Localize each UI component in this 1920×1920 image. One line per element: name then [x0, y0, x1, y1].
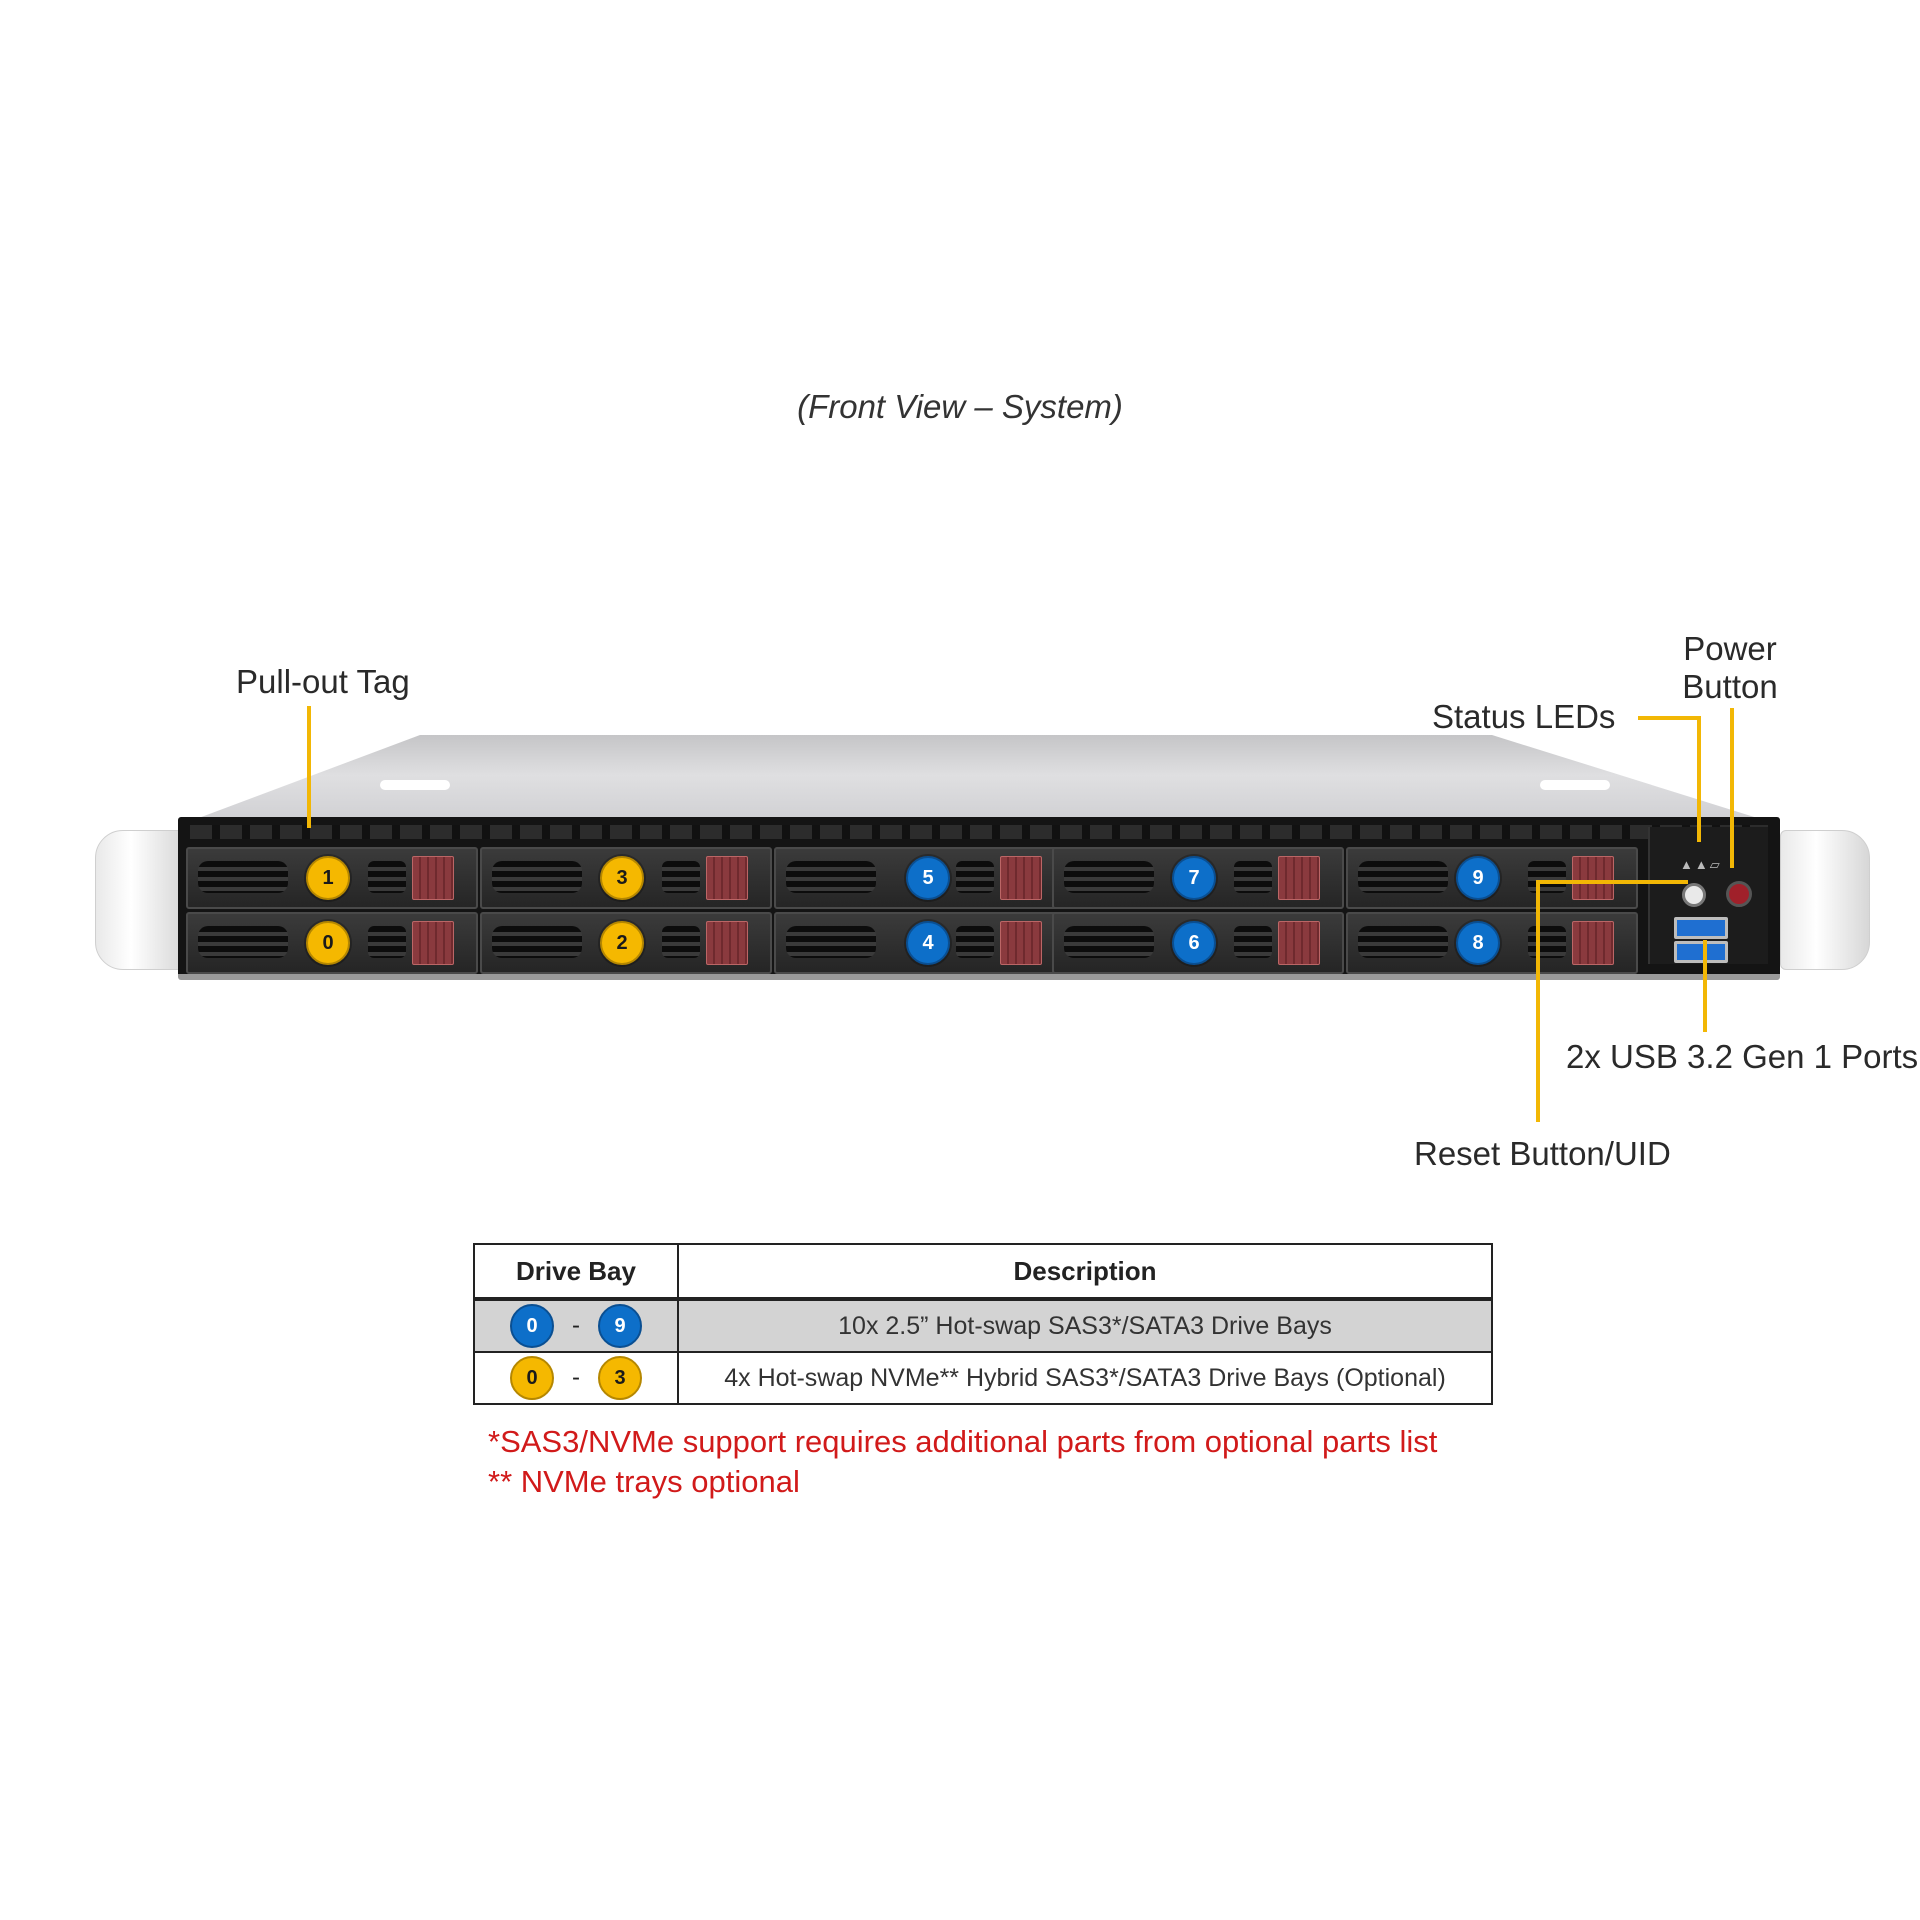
bay-vent-grill: [1528, 926, 1566, 958]
usb-ports-leader: [1703, 940, 1707, 1032]
bay-release-latch[interactable]: [1278, 921, 1320, 965]
drive-bay-number-badge: 3: [600, 856, 644, 900]
server-front-panel: 1 3 5 7 9 0 2 4 6 8 ▲▲▱: [178, 817, 1780, 980]
bay-vent-grill: [1358, 861, 1448, 893]
drive-bay[interactable]: 0: [186, 912, 478, 974]
header-drive-bay: Drive Bay: [473, 1243, 679, 1301]
power-button-leader: [1730, 708, 1734, 868]
bay-release-latch[interactable]: [1278, 856, 1320, 900]
footnote-nvme-trays: ** NVMe trays optional: [488, 1464, 800, 1499]
bay-vent-grill: [956, 926, 994, 958]
drive-bay-number-badge: 0: [306, 921, 350, 965]
bay-release-latch[interactable]: [412, 856, 454, 900]
bay-vent-grill: [198, 926, 288, 958]
drive-bay-number-badge: 1: [306, 856, 350, 900]
footnote-sas3-nvme: *SAS3/NVMe support requires additional p…: [488, 1424, 1438, 1459]
bay-release-latch[interactable]: [1572, 921, 1614, 965]
bay-vent-grill: [1358, 926, 1448, 958]
drive-bay-number-badge: 7: [1172, 856, 1216, 900]
bay-vent-grill: [368, 926, 406, 958]
left-rack-ear: [95, 830, 185, 970]
top-cover-vent: [1540, 780, 1610, 790]
bay-vent-grill: [786, 926, 876, 958]
bay-vent-grill: [198, 861, 288, 893]
usb-ports-label: 2x USB 3.2 Gen 1 Ports: [1566, 1038, 1919, 1075]
drive-bay[interactable]: 1: [186, 847, 478, 909]
drive-bay-table: Drive Bay Description 0-9 10x 2.5” Hot-s…: [473, 1243, 1493, 1405]
table-row: 0-3 4x Hot-swap NVMe** Hybrid SAS3*/SATA…: [473, 1351, 1493, 1405]
usb-port-icon: [1674, 917, 1728, 939]
bay-vent-grill: [956, 861, 994, 893]
front-vent-strip: [190, 825, 1768, 839]
bay-vent-grill: [662, 926, 700, 958]
drive-bay[interactable]: 5: [774, 847, 1066, 909]
bay-release-latch[interactable]: [1000, 856, 1042, 900]
table-row: 0-9 10x 2.5” Hot-swap SAS3*/SATA3 Drive …: [473, 1298, 1493, 1353]
status-leds-icon: ▲▲▱: [1680, 857, 1722, 872]
bay-vent-grill: [662, 861, 700, 893]
bay-badge-to: 3: [598, 1356, 642, 1400]
status-leds-leader-v: [1697, 716, 1701, 842]
bay-range-cell: 0-3: [473, 1351, 679, 1405]
drive-bay[interactable]: 2: [480, 912, 772, 974]
chassis-top-cover: [180, 735, 1780, 825]
bay-vent-grill: [492, 861, 582, 893]
bay-vent-grill: [786, 861, 876, 893]
bay-vent-grill: [1234, 861, 1272, 893]
status-leds-leader-h: [1638, 716, 1700, 720]
usb-port-icon: [1674, 941, 1728, 963]
figure-caption: (Front View – System): [797, 388, 1123, 425]
bay-range-cell: 0-9: [473, 1298, 679, 1353]
bay-release-latch[interactable]: [706, 921, 748, 965]
reset-button[interactable]: [1682, 883, 1706, 907]
drive-bay-number-badge: 4: [906, 921, 950, 965]
reset-button-leader-v: [1536, 880, 1540, 1122]
power-button[interactable]: [1726, 881, 1752, 907]
bay-vent-grill: [1528, 861, 1566, 893]
right-rack-ear: [1780, 830, 1870, 970]
drive-bay[interactable]: 8: [1346, 912, 1638, 974]
drive-bay[interactable]: 4: [774, 912, 1066, 974]
bay-description: 4x Hot-swap NVMe** Hybrid SAS3*/SATA3 Dr…: [677, 1351, 1493, 1405]
bay-release-latch[interactable]: [1572, 856, 1614, 900]
drive-bay-number-badge: 9: [1456, 856, 1500, 900]
drive-bay[interactable]: 3: [480, 847, 772, 909]
pull-out-tag-leader: [307, 706, 311, 828]
drive-bay[interactable]: 9: [1346, 847, 1638, 909]
front-control-panel: ▲▲▱: [1648, 827, 1768, 964]
bay-vent-grill: [1234, 926, 1272, 958]
bay-badge-from: 0: [510, 1304, 554, 1348]
status-leds-label: Status LEDs: [1432, 698, 1616, 735]
power-button-label: Power Button: [1660, 630, 1800, 706]
range-dash: -: [572, 1364, 580, 1391]
bay-badge-to: 9: [598, 1304, 642, 1348]
drive-bay[interactable]: 6: [1052, 912, 1344, 974]
top-cover-vent: [380, 780, 450, 790]
drive-bay-number-badge: 6: [1172, 921, 1216, 965]
bay-release-latch[interactable]: [1000, 921, 1042, 965]
header-description: Description: [677, 1243, 1493, 1301]
bay-description: 10x 2.5” Hot-swap SAS3*/SATA3 Drive Bays: [677, 1298, 1493, 1353]
bay-release-latch[interactable]: [412, 921, 454, 965]
power-button-label-line1: Power: [1683, 630, 1777, 667]
pull-out-tag-label: Pull-out Tag: [236, 663, 410, 700]
drive-bay-number-badge: 8: [1456, 921, 1500, 965]
range-dash: -: [572, 1312, 580, 1339]
bay-vent-grill: [1064, 926, 1154, 958]
table-header-row: Drive Bay Description: [473, 1243, 1493, 1301]
power-button-label-line2: Button: [1682, 668, 1778, 705]
reset-button-label: Reset Button/UID: [1414, 1135, 1671, 1172]
bay-vent-grill: [368, 861, 406, 893]
reset-button-leader-h: [1538, 880, 1688, 884]
footnotes: *SAS3/NVMe support requires additional p…: [488, 1422, 1437, 1502]
bay-vent-grill: [1064, 861, 1154, 893]
drive-bay[interactable]: 7: [1052, 847, 1344, 909]
bay-vent-grill: [492, 926, 582, 958]
bay-release-latch[interactable]: [706, 856, 748, 900]
drive-bay-number-badge: 2: [600, 921, 644, 965]
bay-badge-from: 0: [510, 1356, 554, 1400]
drive-bay-number-badge: 5: [906, 856, 950, 900]
